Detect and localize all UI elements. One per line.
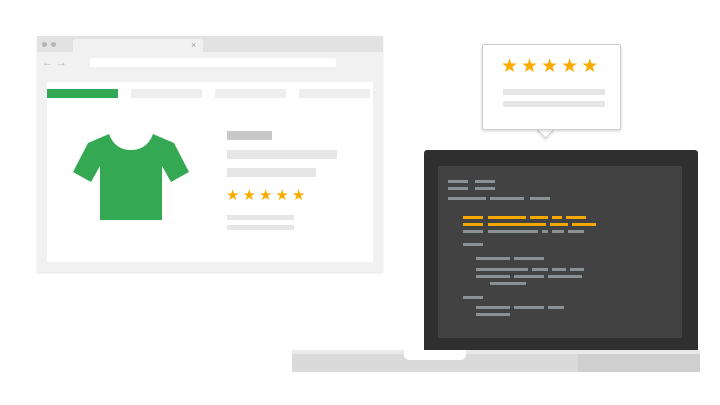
window-control-dot[interactable] [51,42,56,47]
code-line-highlight [572,223,596,226]
back-arrow-icon[interactable]: ← [42,57,53,69]
address-bar[interactable] [90,58,336,67]
review-rating: ★ ★ ★ ★ ★ [501,57,598,76]
product-text-placeholder [227,215,294,220]
code-line [514,275,544,278]
code-line [448,197,486,200]
review-text-placeholder [503,89,605,95]
code-line [463,296,483,299]
laptop-screen [438,166,682,338]
code-line [476,268,528,271]
product-page: ★ ★ ★ ★ ★ [47,82,373,262]
forward-arrow-icon[interactable]: → [56,57,67,69]
code-line [475,180,495,183]
code-line [548,306,564,309]
code-line [568,230,584,233]
browser-navbar: ← → [37,52,383,78]
code-line [476,306,510,309]
code-line [552,268,566,271]
code-line [532,268,548,271]
review-text-placeholder [503,101,605,107]
product-text-placeholder [227,150,337,159]
code-line [514,306,544,309]
code-line [548,275,582,278]
star-icon: ★ [291,187,306,204]
code-line [552,230,564,233]
browser-window: × ← → ★ ★ ★ ★ ★ [37,36,383,272]
code-line-highlight [550,223,568,226]
code-line [476,275,510,278]
star-icon: ★ [521,56,539,77]
close-icon[interactable]: × [191,40,197,50]
code-line [476,257,510,260]
product-rating: ★ ★ ★ ★ ★ [226,188,305,203]
code-line [448,187,468,190]
tshirt-icon [73,134,189,220]
window-control-dot[interactable] [42,42,47,47]
star-icon: ★ [226,187,240,204]
star-icon: ★ [275,187,289,204]
code-line [514,257,544,260]
page-tab[interactable] [131,89,202,98]
browser-tab[interactable]: × [73,39,203,52]
page-tab-active[interactable] [47,89,118,98]
code-line [448,180,468,183]
laptop-base-edge [292,350,700,354]
browser-titlebar: × [37,36,383,52]
laptop-trackpad-notch [404,350,466,360]
star-icon: ★ [581,56,599,77]
code-line [542,230,548,233]
laptop-base-shade [578,354,700,372]
code-line [570,268,584,271]
product-text-placeholder [227,225,294,230]
star-icon: ★ [501,56,519,77]
review-bubble: ★ ★ ★ ★ ★ [482,44,621,130]
product-text-placeholder [227,168,316,177]
code-line [476,313,510,316]
code-line-highlight [552,216,562,219]
code-line [475,187,495,190]
code-line-highlight [463,223,483,226]
star-icon: ★ [561,56,579,77]
code-line-highlight [463,216,483,219]
code-line [463,230,483,233]
code-line [463,243,483,246]
code-line [490,197,524,200]
code-line [488,230,538,233]
page-tab[interactable] [299,89,370,98]
code-line [530,197,550,200]
star-icon: ★ [242,187,256,204]
code-line-highlight [488,216,526,219]
code-line [490,282,526,285]
page-tab[interactable] [215,89,286,98]
product-title-placeholder [227,131,272,140]
star-icon: ★ [258,187,273,204]
code-line-highlight [566,216,586,219]
code-line-highlight [530,216,548,219]
star-icon: ★ [541,56,559,77]
code-line-highlight [488,223,546,226]
